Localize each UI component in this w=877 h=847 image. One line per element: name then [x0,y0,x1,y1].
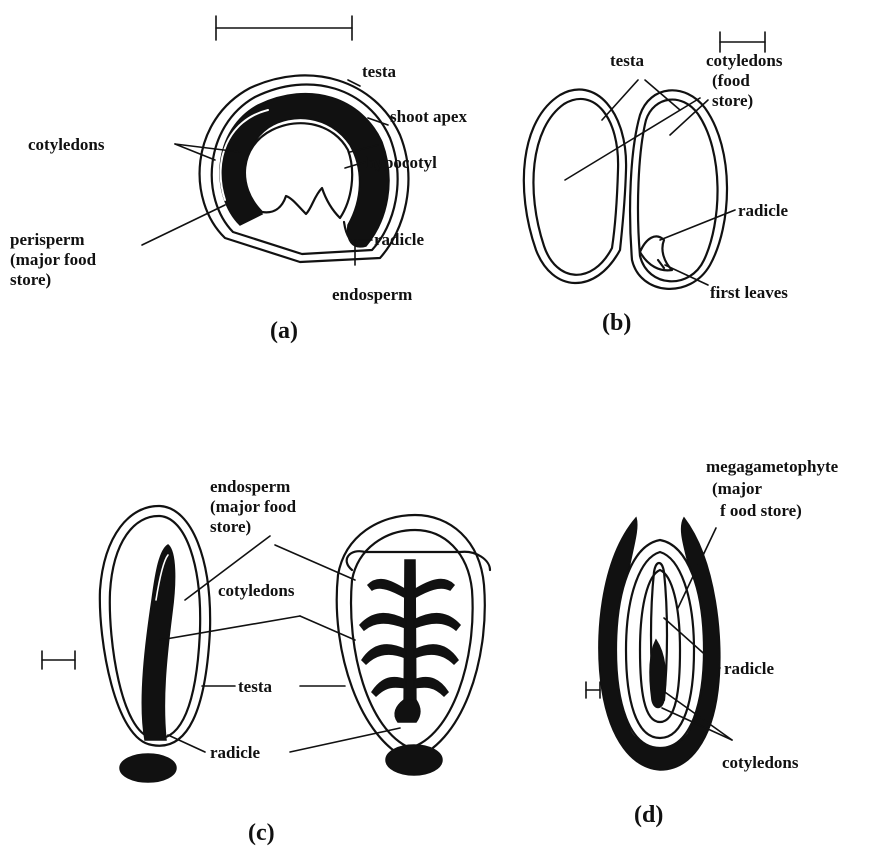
label-radicle-a: radicle [374,230,424,249]
scale-bar-d [586,682,600,698]
label-endosperm-a: endosperm [332,285,412,304]
label-testa-c: testa [238,677,272,696]
label-perisperm-a-line3: store) [10,270,51,289]
scale-bar-b [720,32,765,52]
scale-bar-a [216,16,352,40]
label-cotyledons-b-line2: (food [712,71,750,90]
caption-a: (a) [270,318,298,344]
label-testa-b: testa [610,51,644,70]
label-perisperm-a-line1: perisperm [10,230,85,249]
label-radicle-b: radicle [738,201,788,220]
label-perisperm-a-line2: (major food [10,250,97,269]
label-endosperm-c-line3: store) [210,517,251,536]
label-cotyledons-a: cotyledons [28,135,105,154]
caption-c: (c) [248,820,275,846]
label-cotyledons-d: cotyledons [722,753,799,772]
label-megagametophyte-d-line1: megagametophyte [706,457,839,476]
caption-d: (d) [634,802,663,828]
label-endosperm-c-line2: (major food [210,497,297,516]
panel-d: megagametophyte (major f ood store) radi… [586,457,839,828]
panel-b: testa cotyledons (food store) radicle fi… [524,32,789,336]
label-radicle-d: radicle [724,659,774,678]
panel-a: testa shoot apex cotyledons hypocotyl pe… [10,16,467,344]
label-hypocotyl-a: hypocotyl [366,153,437,172]
label-cotyledons-b-line1: cotyledons [706,51,783,70]
label-radicle-c: radicle [210,743,260,762]
caption-b: (b) [602,310,631,336]
label-testa-a: testa [362,62,396,81]
label-endosperm-c-line1: endosperm [210,477,290,496]
label-first-leaves-b: first leaves [710,283,788,302]
branched-cotyledons-c [360,560,460,722]
seed-c-left-drawing [100,506,210,782]
label-megagametophyte-d-line2: (major [712,479,762,498]
label-cotyledons-c: cotyledons [218,581,295,600]
label-cotyledons-b-line3: store) [712,91,753,110]
scale-bar-c [42,651,75,669]
label-shoot-apex-a: shoot apex [390,107,467,126]
seed-b-drawing [524,90,727,289]
panel-c: endosperm (major food store) cotyledons … [42,477,490,846]
seed-d-drawing [599,518,720,770]
label-megagametophyte-d-line3: f ood store) [720,501,802,520]
